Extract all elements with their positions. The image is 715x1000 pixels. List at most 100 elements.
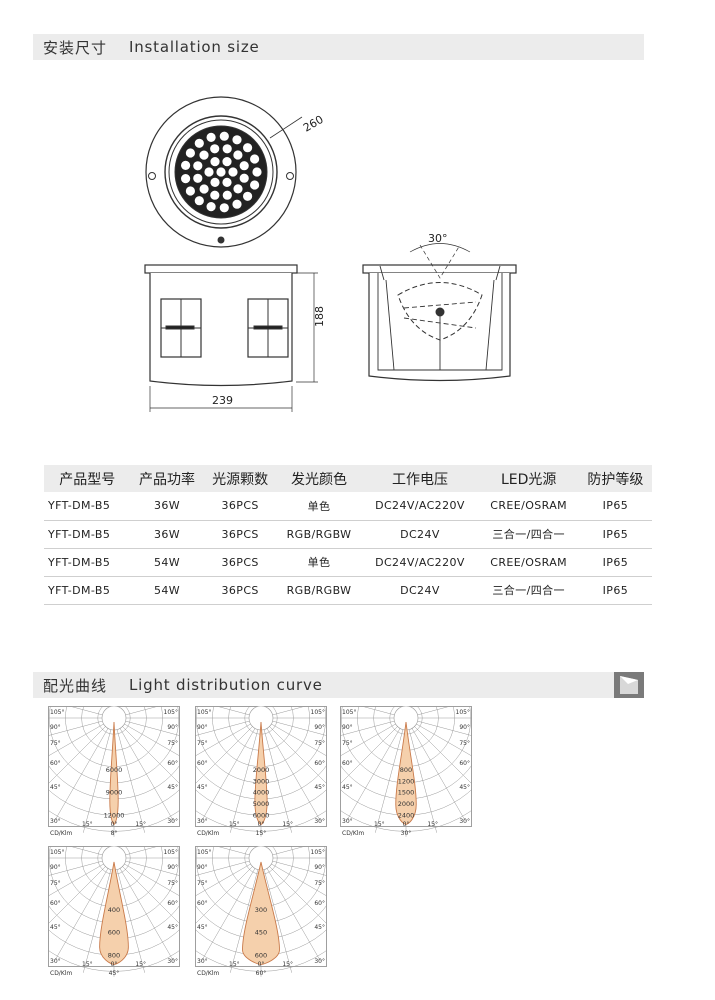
radial-value-label: 1500 xyxy=(398,789,415,797)
led-chip xyxy=(232,183,244,195)
grid-spoke xyxy=(405,717,472,757)
installation-size-header: 安装尺寸 Installation size xyxy=(33,34,644,60)
installation-title-en: Installation size xyxy=(129,38,260,56)
led-chip xyxy=(203,166,215,178)
led-chip xyxy=(238,160,250,172)
grid-spoke xyxy=(260,846,307,859)
col-header-power: 产品功率 xyxy=(130,465,204,492)
brand-corner-icon xyxy=(614,672,644,698)
angle-label-right: 105° xyxy=(456,709,470,716)
unit-label: CD/Klm xyxy=(50,970,72,977)
angle-label-right: 105° xyxy=(311,709,325,716)
led-chip xyxy=(231,134,243,146)
grid-spoke xyxy=(340,717,407,757)
led-chip xyxy=(221,143,233,155)
top-view-drawing xyxy=(145,96,303,248)
grid-spoke xyxy=(260,706,307,719)
angle-label-15-left: 15° xyxy=(374,821,385,828)
radial-value-label: 300 xyxy=(255,906,267,914)
grid-spoke xyxy=(195,857,262,897)
grid-spoke xyxy=(405,717,466,822)
light-curve xyxy=(242,861,280,965)
angle-label-15-right: 15° xyxy=(135,961,146,968)
table-row: YFT-DM-B5 36W 36PCS RGB/RGBW DC24V 三合一/四… xyxy=(44,520,652,549)
grid-spoke xyxy=(113,706,160,719)
angle-label-15-right: 15° xyxy=(282,961,293,968)
cell-ip-rating: IP65 xyxy=(578,520,652,549)
cell-led-count: 36PCS xyxy=(203,492,277,521)
angle-label-right: 60° xyxy=(314,760,325,767)
angle-label-right: 105° xyxy=(164,709,178,716)
cell-voltage: DC24V xyxy=(361,576,479,605)
radial-value-label: 2400 xyxy=(398,811,415,819)
angle-label-left: 60° xyxy=(50,900,61,907)
grid-spoke xyxy=(48,717,115,757)
grid-spoke xyxy=(54,857,115,962)
led-chip xyxy=(209,156,221,167)
beam-angle-label: 30° xyxy=(401,830,412,837)
grid-spoke xyxy=(215,706,262,719)
grid-spoke xyxy=(83,857,115,973)
angle-label-right: 90° xyxy=(167,864,178,871)
angle-label-left: 60° xyxy=(197,760,208,767)
angle-label-right: 105° xyxy=(311,849,325,856)
angle-label-left: 60° xyxy=(197,900,208,907)
grid-spoke xyxy=(113,717,180,757)
unit-label: CD/Klm xyxy=(197,830,219,837)
cell-led-count: 36PCS xyxy=(203,576,277,605)
angle-label-right: 60° xyxy=(167,760,178,767)
angle-label-right: 45° xyxy=(459,784,470,791)
cell-power: 54W xyxy=(130,576,204,605)
dim-height-label: 188 xyxy=(313,306,326,327)
led-chip xyxy=(192,160,204,172)
angle-label-30-left: 30° xyxy=(50,958,61,965)
radial-value-label: 6000 xyxy=(253,811,270,819)
led-chip xyxy=(209,143,221,155)
spec-table: 产品型号 产品功率 光源颗数 发光颜色 工作电压 LED光源 防护等级 YFT-… xyxy=(44,465,652,605)
angle-label-right: 105° xyxy=(164,849,178,856)
beam-angle-label: 45° xyxy=(109,970,120,977)
radial-value-label: 800 xyxy=(400,766,412,774)
angle-label-right: 60° xyxy=(459,760,470,767)
angle-label-left: 90° xyxy=(197,864,208,871)
angle-label-left: 75° xyxy=(50,880,61,887)
grid-spoke xyxy=(405,717,472,736)
unit-label: CD/Klm xyxy=(197,970,219,977)
led-chip xyxy=(242,142,254,154)
angle-label-right: 45° xyxy=(167,784,178,791)
angle-label-left: 45° xyxy=(50,924,61,931)
grid-spoke xyxy=(195,717,262,757)
angle-label-15-right: 15° xyxy=(427,821,438,828)
led-chip xyxy=(221,189,233,201)
grid-spoke xyxy=(113,857,180,925)
grid-spoke xyxy=(340,717,407,736)
beam-angle-label: 8° xyxy=(111,830,118,837)
angle-label-left: 75° xyxy=(50,740,61,747)
radial-value-label: 2000 xyxy=(253,766,270,774)
dim-width-label: 239 xyxy=(212,394,233,407)
led-chip xyxy=(184,185,196,197)
grid-spoke xyxy=(260,857,327,897)
grid-spoke xyxy=(113,846,160,859)
grid-spoke xyxy=(195,717,262,736)
angle-label-right: 90° xyxy=(314,864,325,871)
grid-spoke xyxy=(260,717,327,736)
led-chip xyxy=(209,189,221,201)
led-chip xyxy=(231,198,243,210)
led-chip xyxy=(198,149,210,161)
angle-label-left: 75° xyxy=(197,740,208,747)
led-chip xyxy=(193,137,205,149)
grid-spoke xyxy=(260,717,327,757)
grid-spoke xyxy=(68,706,115,719)
angle-label-left: 45° xyxy=(342,784,353,791)
led-chip xyxy=(242,190,254,202)
angle-label-15-right: 15° xyxy=(282,821,293,828)
angle-label-0: 0° xyxy=(403,821,410,828)
radial-value-label: 800 xyxy=(108,951,120,959)
cell-led-source: 三合一/四合一 xyxy=(478,576,579,605)
angle-label-30-right: 30° xyxy=(314,958,325,965)
table-row: YFT-DM-B5 54W 36PCS 单色 DC24V/AC220V CREE… xyxy=(44,548,652,577)
angle-label-left: 105° xyxy=(197,849,211,856)
